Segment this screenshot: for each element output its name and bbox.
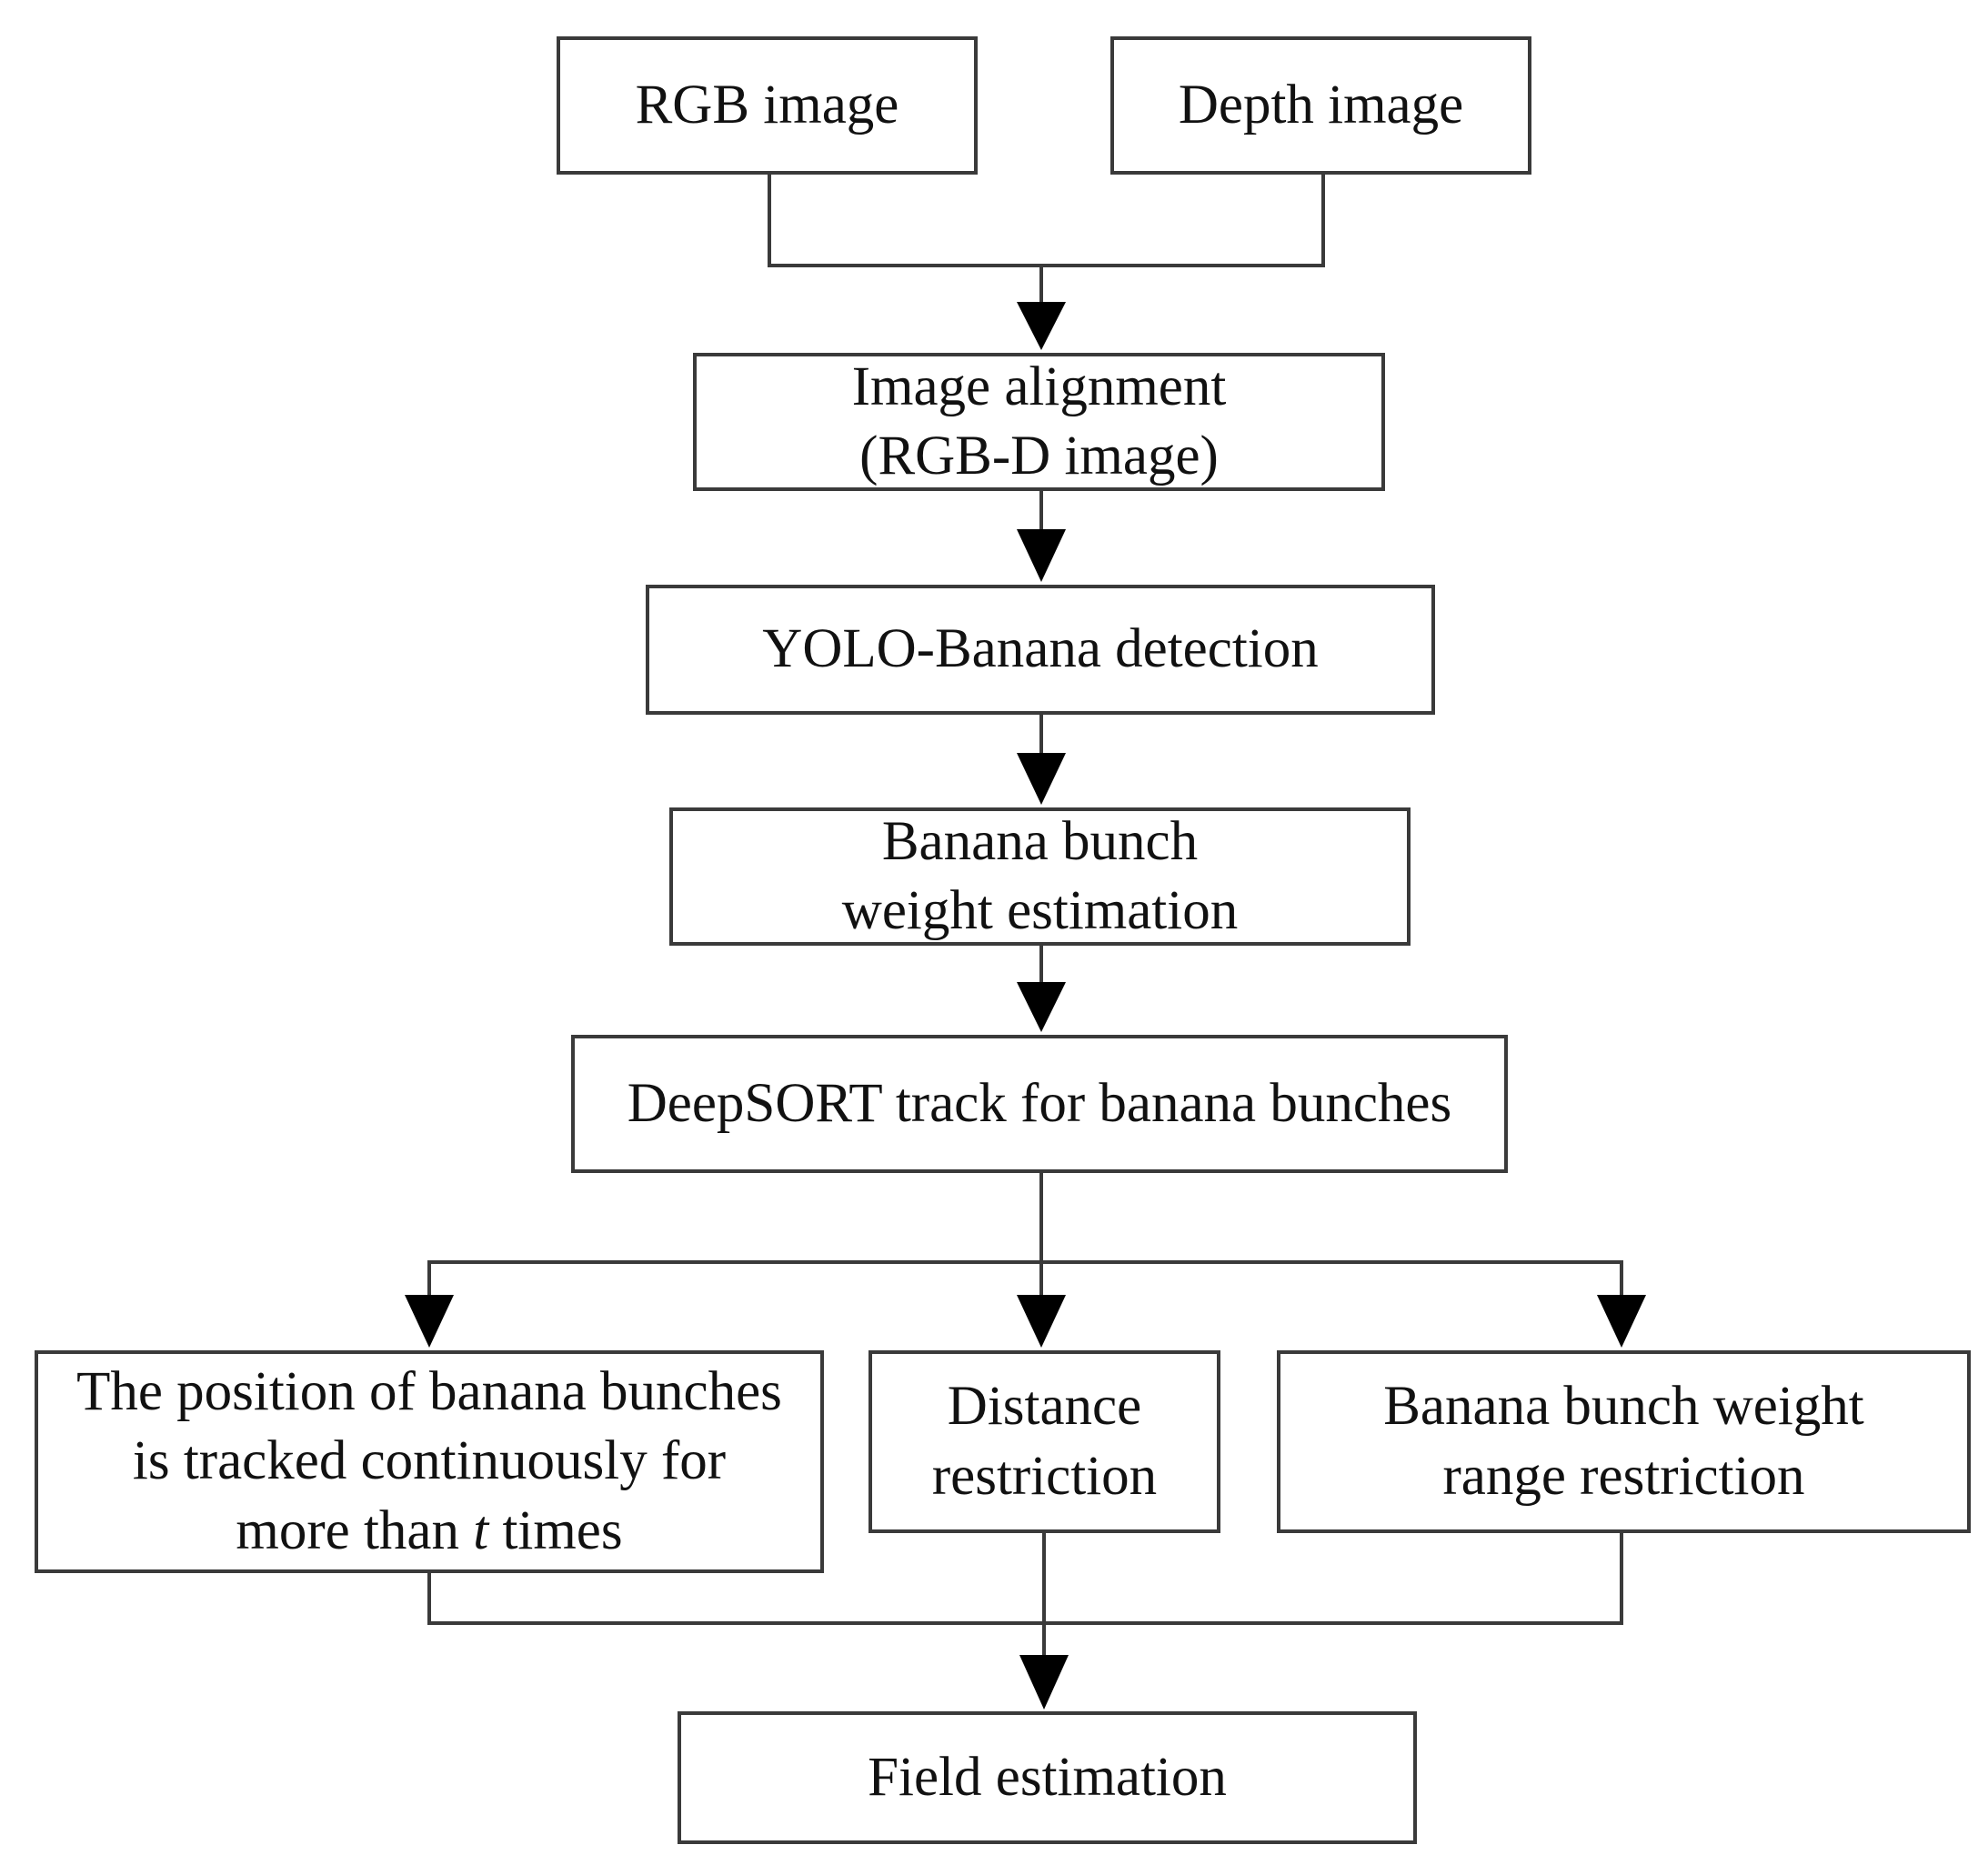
rgb-image-label: RGB image [635, 74, 899, 135]
depth-image-node: Depth image [1110, 36, 1531, 175]
arrowhead-yolo [1017, 529, 1066, 582]
image-alignment-line-1: Image alignment [851, 356, 1227, 417]
arrowhead-deepsort [1017, 982, 1066, 1032]
arrowhead-distance [1017, 1295, 1066, 1348]
image-alignment-line-2: (RGB-D image) [859, 426, 1219, 486]
weight-estimation-label: Banana bunch weight estimation [842, 807, 1238, 947]
edge-rgb-to-alignment [768, 171, 1043, 267]
yolo-detection-label: YOLO-Banana detection [762, 618, 1319, 680]
rgb-image-node: RGB image [557, 36, 978, 175]
position-tracking-line-3-suffix: times [488, 1499, 623, 1561]
field-estimation-node: Field estimation [678, 1711, 1417, 1844]
weight-range-restriction-label: Banana bunch weight range restriction [1383, 1372, 1864, 1511]
weight-estimation-line-2: weight estimation [841, 880, 1239, 941]
image-alignment-label: Image alignment (RGB-D image) [852, 353, 1227, 492]
position-tracking-node: The position of banana bunches is tracke… [35, 1350, 824, 1573]
position-tracking-line-2: is tracked continuously for [132, 1430, 727, 1492]
position-tracking-line-3-prefix: more than [236, 1499, 474, 1561]
arrowhead-weight [1017, 753, 1066, 805]
position-tracking-label: The position of banana bunches is tracke… [76, 1358, 782, 1566]
arrowhead-field [1019, 1655, 1069, 1710]
distance-restriction-node: Distance restriction [868, 1350, 1220, 1533]
arrowhead-range [1597, 1295, 1646, 1348]
position-tracking-variable-t: t [473, 1499, 489, 1561]
edge-range-to-field [1039, 1529, 1623, 1625]
weight-range-restriction-line-1: Banana bunch weight [1383, 1376, 1864, 1438]
depth-image-label: Depth image [1178, 74, 1464, 135]
arrowhead-position [405, 1295, 454, 1348]
position-tracking-line-3: more than t times [76, 1497, 782, 1566]
field-estimation-label: Field estimation [868, 1746, 1227, 1808]
yolo-detection-node: YOLO-Banana detection [646, 585, 1435, 715]
deepsort-track-node: DeepSORT track for banana bunches [571, 1035, 1508, 1173]
weight-estimation-node: Banana bunch weight estimation [669, 807, 1411, 946]
edge-depth-to-alignment [1039, 171, 1325, 267]
distance-restriction-line-2: restriction [931, 1445, 1158, 1507]
distance-restriction-label: Distance restriction [932, 1372, 1157, 1511]
edge-deepsort-branch-bar [427, 1260, 1623, 1323]
weight-estimation-line-1: Banana bunch [881, 810, 1199, 872]
weight-range-restriction-node: Banana bunch weight range restriction [1277, 1350, 1971, 1533]
image-alignment-node: Image alignment (RGB-D image) [693, 353, 1385, 491]
distance-restriction-line-1: Distance [947, 1376, 1142, 1438]
weight-range-restriction-line-2: range restriction [1442, 1445, 1805, 1507]
edge-position-to-field [427, 1569, 1043, 1625]
arrowhead-alignment [1017, 302, 1066, 350]
deepsort-track-label: DeepSORT track for banana bunches [627, 1072, 1452, 1134]
position-tracking-line-1: The position of banana bunches [76, 1361, 782, 1423]
